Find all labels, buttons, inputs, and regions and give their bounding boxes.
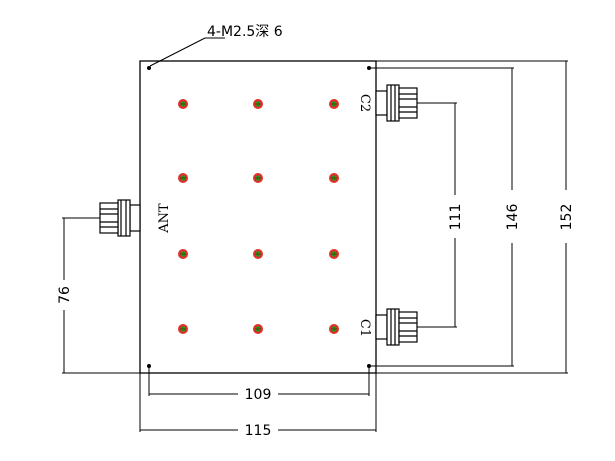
- tuning-screw: [178, 249, 188, 259]
- c2-port-label: C2: [357, 94, 372, 112]
- tuning-screw: [253, 249, 263, 259]
- c1-connector: [375, 308, 418, 346]
- dim-height-holes: [369, 67, 514, 367]
- dim-port-spacing-label: 111: [448, 204, 464, 231]
- tuning-screw: [178, 99, 188, 109]
- mounting-hole: [147, 66, 151, 70]
- hole-note-label: 4-M2.5深 6: [207, 24, 283, 40]
- tuning-screw: [253, 99, 263, 109]
- dim-width-outer-label: 115: [245, 423, 272, 439]
- tuning-screw: [178, 324, 188, 334]
- tuning-screw: [329, 249, 339, 259]
- hole-note-leader: [149, 37, 206, 67]
- dim-width-holes-label: 109: [245, 387, 272, 403]
- tuning-screw: [329, 173, 339, 183]
- dim-ant-height: [62, 217, 140, 374]
- dim-port-spacing: [417, 102, 457, 328]
- ant-connector: [99, 199, 141, 237]
- ant-port-label: ANT: [157, 203, 172, 234]
- tuning-screw: [329, 324, 339, 334]
- dim-width-holes: [148, 366, 370, 396]
- tuning-screw: [329, 99, 339, 109]
- tuning-screw: [253, 324, 263, 334]
- tuning-screw: [178, 173, 188, 183]
- dim-ant-height-label: 76: [57, 286, 73, 304]
- c1-port-label: C1: [357, 319, 372, 337]
- dim-height-outer: [376, 60, 568, 374]
- dim-height-outer-label: 152: [559, 204, 575, 231]
- tuning-screw: [253, 173, 263, 183]
- c2-connector: [375, 84, 418, 122]
- dim-width-outer: [139, 373, 377, 432]
- tuning-screw-grid: [178, 99, 339, 334]
- dim-height-holes-label: 146: [505, 204, 521, 231]
- housing-body: [139, 60, 377, 374]
